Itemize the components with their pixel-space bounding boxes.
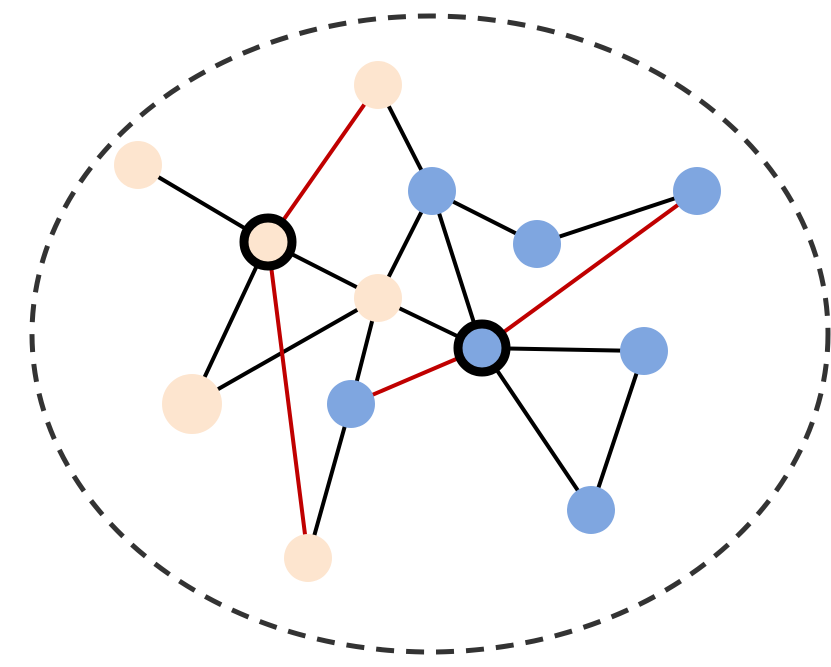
node-b_right [673,167,721,215]
node-b_middle [513,220,561,268]
node-a_bottom [284,534,332,582]
node-b_south [567,486,615,534]
highlight-edge-a_hub-a_top [266,83,380,244]
nodes-layer [114,61,721,582]
node-b_lower [327,380,375,428]
highlight-edge-a_hub-a_bottom [266,240,310,560]
edge-b_middle-b_right [535,189,699,246]
node-a_lower_left [162,374,222,434]
edge-b_east-b_south [589,349,646,512]
community-boundary [29,13,831,655]
node-b_upper [408,167,456,215]
node-a_top [354,61,402,109]
edges-layer [136,83,699,560]
node-a_center [354,274,402,322]
hub-node-a_hub [239,213,297,271]
edge-a_lower_left-a_center [190,296,380,406]
edge-b_lower-a_bottom [306,402,353,560]
node-a_left [114,141,162,189]
highlight-edge-b_hub-b_right [480,189,699,350]
hub-node-b_hub [453,319,511,377]
edge-b_hub-b_south [480,346,593,512]
node-b_east [620,327,668,375]
